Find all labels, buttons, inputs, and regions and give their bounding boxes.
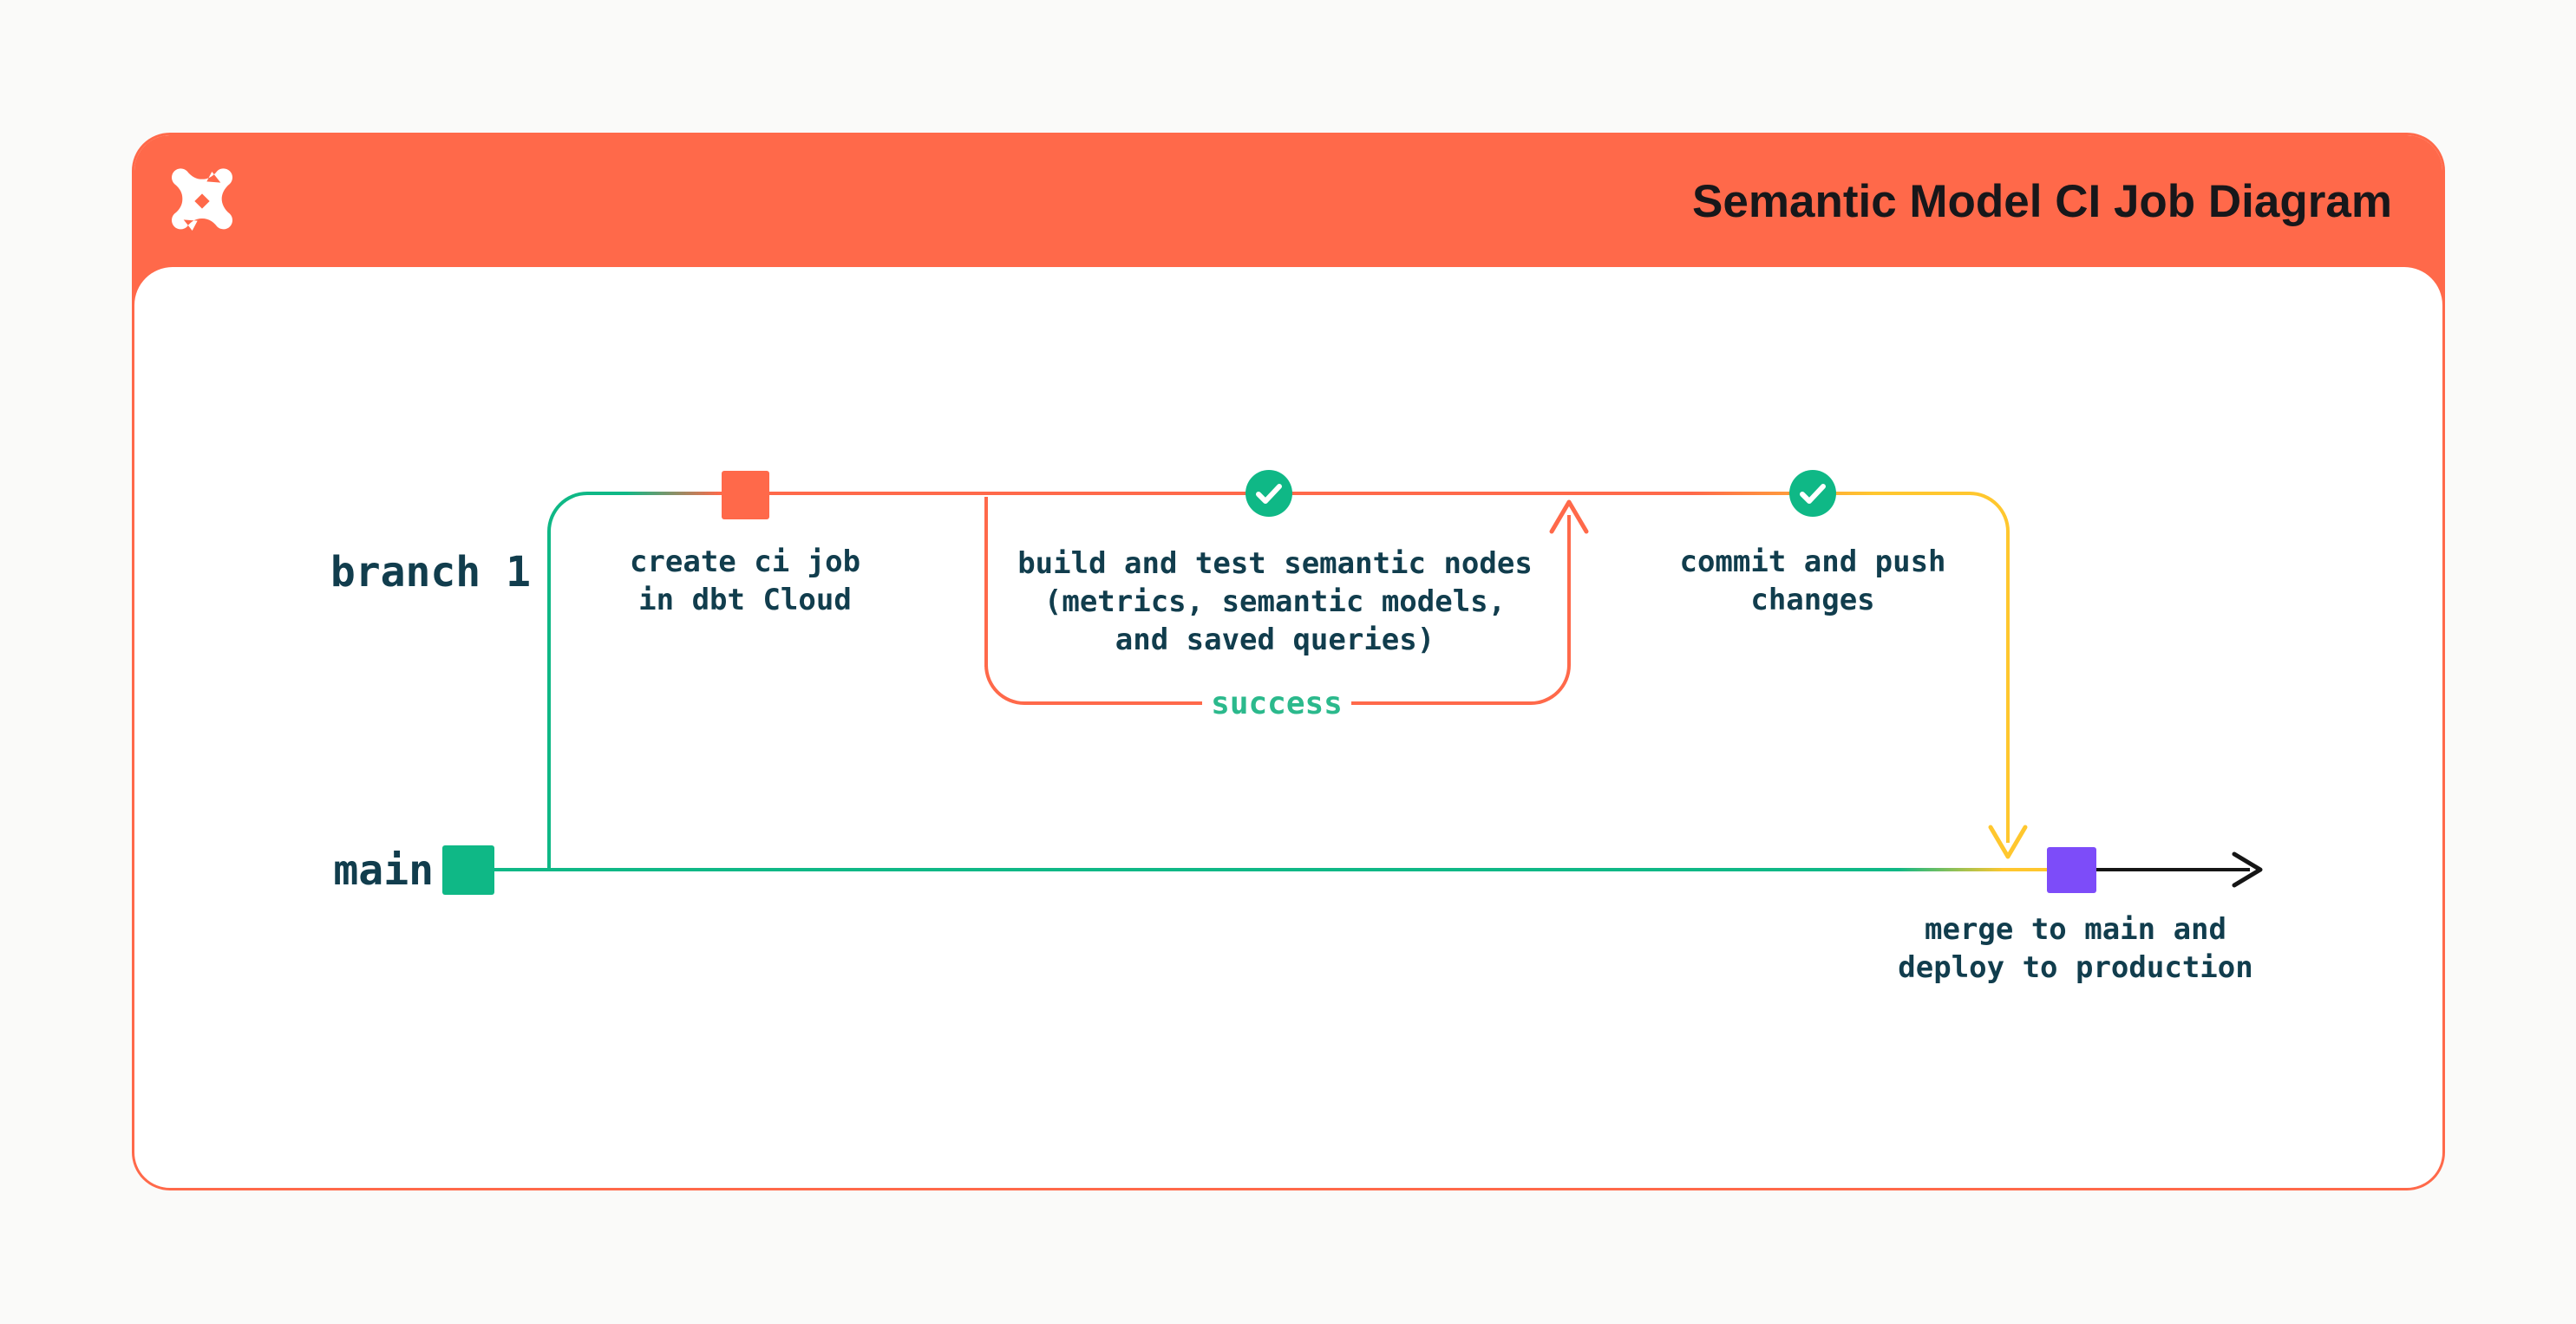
main-start-commit-node <box>442 845 494 895</box>
page-title: Semantic Model CI Job Diagram <box>1692 175 2392 227</box>
main-lane-label: main <box>333 846 434 895</box>
loop-bottom-line-left <box>1026 701 1202 705</box>
arrow-down-icon <box>1988 825 2028 859</box>
arrow-up-icon <box>1549 499 1589 534</box>
check-icon <box>1789 470 1836 517</box>
loop-bottom-line-right <box>1351 701 1531 705</box>
production-line <box>2095 868 2250 871</box>
header-curve <box>134 267 2442 305</box>
merge-deploy-label: merge to main and deploy to production <box>1898 912 2253 985</box>
branch-corner-top-left <box>547 492 627 571</box>
loop-corner-bottom-left <box>984 662 1028 705</box>
arrow-right-icon <box>2232 851 2263 888</box>
commit-push-label: commit and push changes <box>1679 545 1946 617</box>
header-bar: Semantic Model CI Job Diagram <box>134 135 2442 267</box>
success-label: success <box>1211 686 1343 721</box>
build-test-label: build and test semantic nodes (metrics, … <box>1017 546 1533 657</box>
dbt-logo-icon <box>172 168 232 231</box>
create-ci-commit-node <box>722 471 769 519</box>
loop-right-line <box>1567 515 1571 663</box>
check-icon <box>1246 470 1292 517</box>
branch-corner-top-right <box>1933 492 2010 568</box>
branch-fork-line <box>547 569 551 870</box>
merge-commit-node <box>2047 847 2096 893</box>
create-ci-label: create ci job in dbt Cloud <box>629 545 861 617</box>
loop-left-line <box>984 497 988 667</box>
merge-line <box>2006 565 2010 843</box>
main-line <box>493 868 2047 871</box>
loop-corner-bottom-right <box>1527 662 1571 705</box>
diagram-card: Semantic Model CI Job Diagram <box>132 133 2445 1190</box>
branch-lane-label: branch 1 <box>330 548 531 597</box>
